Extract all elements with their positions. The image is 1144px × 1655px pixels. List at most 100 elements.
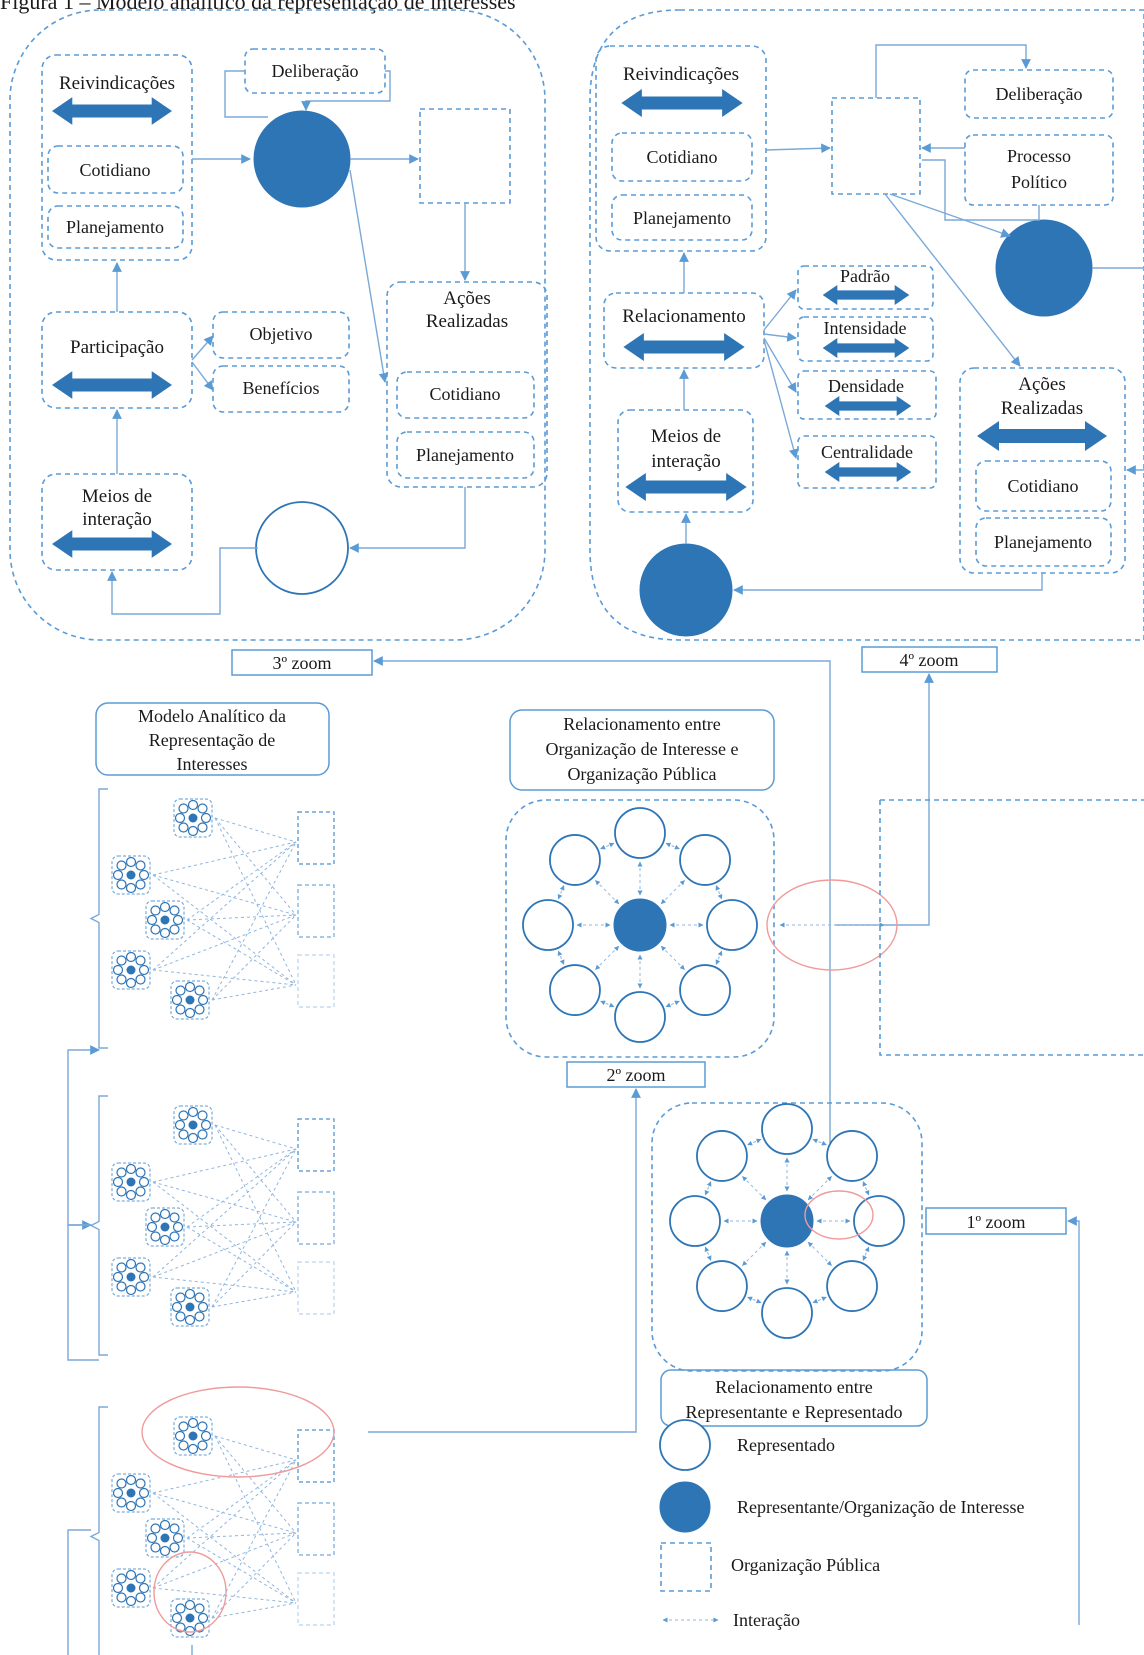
ring-representante (651, 1102, 923, 1372)
left-acoes-title-2: Realizadas (426, 311, 508, 332)
network-connector (67, 1529, 91, 1655)
ring-rep-spoke (807, 1176, 832, 1201)
network-org-square (297, 1502, 335, 1556)
ring-rep-chord (704, 1181, 712, 1196)
right-planejamento-label: Planejamento (633, 208, 731, 228)
ring-org-representado-circle (679, 834, 731, 886)
network-link (186, 914, 297, 921)
ring-org-chord (715, 885, 723, 900)
ring-rep-representado-circle (696, 1130, 748, 1182)
network-cluster (111, 1257, 151, 1297)
attr-densidade-box (797, 370, 937, 420)
network-link (211, 1221, 297, 1308)
left-acoes-block (386, 281, 548, 488)
network-cluster (145, 900, 185, 940)
ring-org-chord (665, 1000, 680, 1008)
ring-rep-chord (747, 1296, 762, 1304)
network-link (211, 984, 297, 1001)
left-reivindicacoes-title: Reivindicações (59, 73, 175, 94)
ring-rep-circles (669, 1103, 905, 1339)
zoom-2-box (566, 1061, 706, 1088)
network-link (152, 1148, 297, 1183)
left-connectors (107, 70, 470, 615)
network-org-square (297, 1261, 335, 1315)
rel-rep-title-line-1: Relacionamento entre (715, 1377, 872, 1397)
network-link (152, 914, 297, 971)
attr-intensidade-box (797, 316, 934, 362)
right-acoes-cotidiano-label: Cotidiano (1008, 476, 1079, 496)
right-reivindicacoes-title: Reivindicações (623, 64, 739, 85)
right-acoes-arrow (977, 421, 1107, 451)
left-participacao-arrow (52, 371, 172, 399)
right-reivindicacoes-block (595, 45, 767, 252)
zoom-3-label: 3º zoom (272, 653, 331, 673)
ring-rep-spoke (742, 1241, 767, 1266)
network-link (186, 1459, 297, 1539)
network-cluster (170, 1287, 210, 1327)
legend: Representado Representante/Organização d… (659, 1419, 1025, 1630)
right-acoes-planejamento-box (975, 517, 1112, 567)
attr-centralidade-box (797, 435, 937, 489)
ring-rep-frame (651, 1102, 923, 1372)
ring-rep-chord (812, 1138, 827, 1146)
ring-org-representado-circle (614, 807, 666, 859)
left-reivindicacoes-arrow (52, 97, 172, 125)
network-link (211, 841, 297, 1001)
network-cluster (111, 1568, 151, 1608)
network-link (152, 841, 297, 876)
left-objetivo-box (212, 311, 350, 359)
ring-rep-chord (862, 1246, 870, 1261)
right-zoom-panel: Reivindicações Cotidiano Planejamento De… (589, 9, 1144, 641)
ring-rep-representado-circle (696, 1260, 748, 1312)
attr-centralidade-label: Centralidade (821, 442, 913, 462)
network-link (214, 1435, 297, 1604)
zoom-1-label: 1º zoom (966, 1212, 1025, 1232)
rel-org-title-box (509, 709, 775, 791)
right-panel-frame (589, 9, 1144, 641)
network-cluster (111, 1162, 151, 1202)
right-cotidiano-label: Cotidiano (647, 147, 718, 167)
right-acoes-planejamento-label: Planejamento (994, 532, 1092, 552)
network-cluster (173, 798, 213, 838)
left-representante-circle (253, 110, 351, 208)
attr-padrao-label: Padrão (840, 266, 890, 286)
right-processo-box (964, 134, 1114, 206)
legend-label-organizacao: Organização Pública (731, 1555, 880, 1575)
network-cluster (145, 1518, 185, 1558)
legend-open-circle-icon (659, 1419, 711, 1471)
rel-org-title-line-2: Organização de Interesse e (545, 739, 738, 759)
attr-padrao-box (797, 265, 934, 310)
network-org-square (297, 811, 335, 865)
right-reivindicacoes-arrow (621, 89, 743, 117)
ring-rep-spoke (742, 1176, 767, 1201)
legend-label-interacao: Interação (733, 1610, 800, 1630)
network-bracket (89, 1406, 108, 1655)
network-link (152, 1492, 297, 1604)
ring-org-chord (557, 950, 565, 965)
ring-org-chord (600, 1000, 615, 1008)
attr-intensidade-label: Intensidade (824, 318, 907, 338)
network-link (211, 1291, 297, 1308)
network-link (214, 1435, 297, 1461)
right-relacionamento-arrow (623, 333, 745, 361)
zoom-4-label: 4º zoom (899, 650, 958, 670)
left-acoes-planejamento-label: Planejamento (416, 445, 514, 465)
ring-rep-chord (704, 1246, 712, 1261)
ring-rep-chord (747, 1138, 762, 1146)
zoom-4-box (861, 646, 998, 673)
left-participacao-block (41, 311, 193, 409)
ring-org-representado-circle (549, 964, 601, 1016)
right-meios-title-2: interação (651, 451, 721, 472)
network-bracket (89, 1095, 108, 1356)
left-deliberacao-label: Deliberação (272, 61, 359, 81)
ring-rep-representado-circle (826, 1260, 878, 1312)
left-organizacao-publica (419, 108, 511, 204)
left-panel-frame (9, 9, 546, 641)
network-link (152, 1532, 297, 1589)
left-cotidiano-label: Cotidiano (80, 160, 151, 180)
legend-label-representante: Representante/Organização de Interesse (737, 1497, 1025, 1517)
left-meios-arrow (52, 530, 172, 558)
ring-org-publica (505, 799, 1144, 1058)
rel-rep-title-line-2: Representante e Representado (686, 1402, 903, 1422)
right-deliberacao-label: Deliberação (996, 84, 1083, 104)
